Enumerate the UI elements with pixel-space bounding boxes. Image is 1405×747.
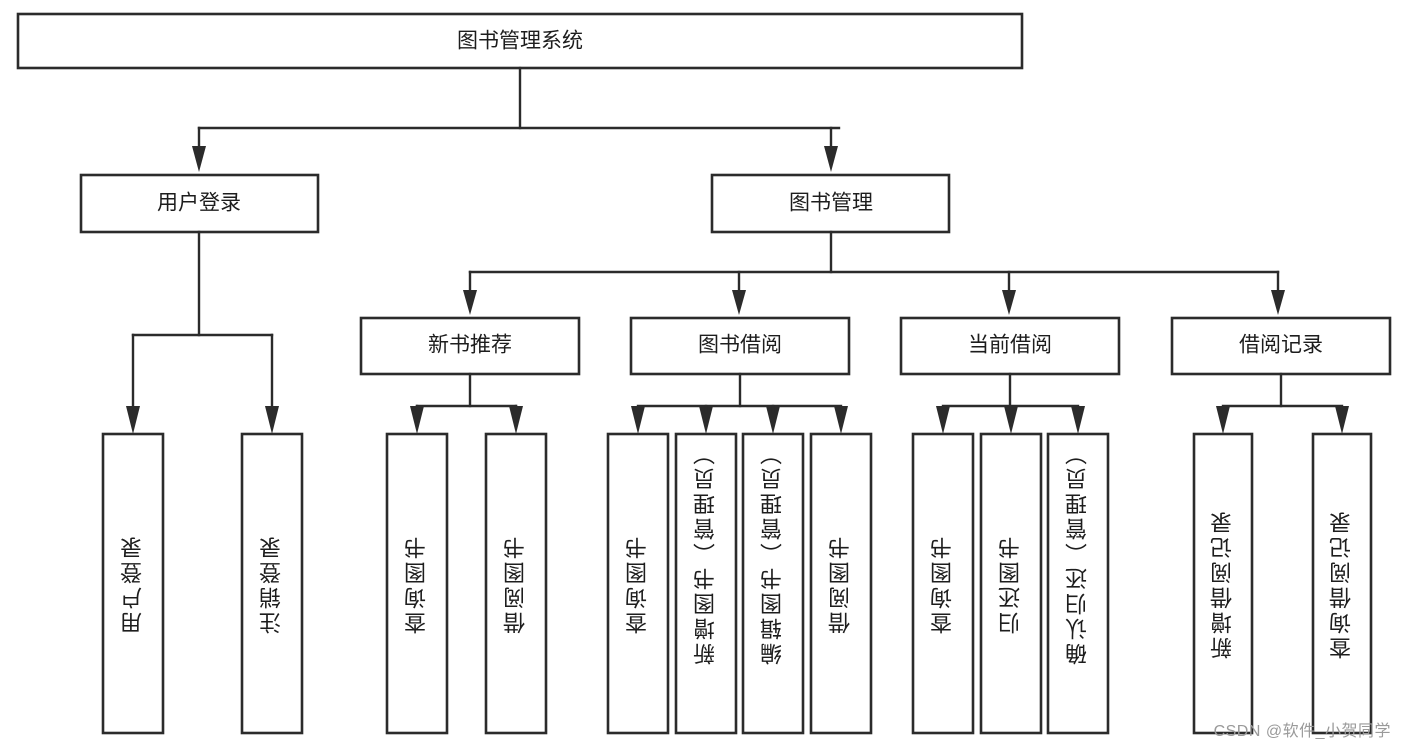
leaf-box-book-borrow-4[interactable] <box>809 432 873 735</box>
leaf-box-current-borrow-2[interactable] <box>979 432 1043 735</box>
arrow-head-leaf-u2 <box>265 406 279 434</box>
node-book-manage[interactable]: 图书管理 <box>710 173 951 234</box>
arrow-head-leaf-n1 <box>410 406 424 434</box>
arrow-head-current-borrow <box>1002 290 1016 315</box>
arrow-head-new-book <box>463 290 477 315</box>
root-label: 图书管理系统 <box>457 30 583 53</box>
connector-bookborrow-to-leaves <box>631 372 848 434</box>
leaf-box-current-borrow-1[interactable] <box>911 432 975 735</box>
arrow-head-user-login <box>192 146 206 172</box>
leaf-box-new-book-2[interactable] <box>484 432 548 735</box>
borrow-record-label: 借阅记录 <box>1239 334 1323 357</box>
leaf-box-borrow-record-2[interactable] <box>1311 432 1373 735</box>
arrow-head-leaf-b3 <box>766 406 780 434</box>
book-manage-label: 图书管理 <box>789 192 873 215</box>
arrow-head-leaf-u1 <box>126 406 140 434</box>
connector-userlogin-to-leaves <box>126 230 279 434</box>
connector-currentborrow-to-leaves <box>936 372 1085 434</box>
arrow-head-leaf-c3 <box>1071 406 1085 434</box>
arrow-head-leaf-r2 <box>1335 406 1349 434</box>
node-borrow-record[interactable]: 借阅记录 <box>1170 316 1392 376</box>
leaf-group-new-book <box>385 432 548 735</box>
leaf-box-borrow-record-1[interactable] <box>1192 432 1254 735</box>
user-login-label: 用户登录 <box>157 192 241 215</box>
book-manage-box[interactable] <box>710 173 951 234</box>
node-book-borrow[interactable]: 图书借阅 <box>629 316 851 376</box>
connector-root-to-level2 <box>192 66 841 172</box>
leaf-box-new-book-1[interactable] <box>385 432 449 735</box>
new-book-label: 新书推荐 <box>428 334 512 357</box>
leaf-box-user-login-2[interactable] <box>240 432 304 735</box>
arrow-head-book-manage <box>824 146 838 172</box>
connector-bookmanage-to-level3 <box>463 230 1285 315</box>
current-borrow-box[interactable] <box>899 316 1121 376</box>
connector-newbook-to-leaves <box>410 372 523 434</box>
arrow-head-leaf-n2 <box>509 406 523 434</box>
new-book-box[interactable] <box>359 316 581 376</box>
arrow-head-leaf-r1 <box>1216 406 1230 434</box>
leaf-box-current-borrow-3[interactable] <box>1046 432 1110 735</box>
node-user-login[interactable]: 用户登录 <box>79 173 320 234</box>
leaf-group-borrow-record <box>1192 432 1373 735</box>
borrow-record-box[interactable] <box>1170 316 1392 376</box>
leaf-group-book-borrow <box>606 432 873 735</box>
leaf-box-book-borrow-1[interactable] <box>606 432 670 735</box>
watermark: CSDN @软件_小贺同学 <box>1213 723 1391 740</box>
node-new-book[interactable]: 新书推荐 <box>359 316 581 376</box>
arrow-head-borrow-record <box>1271 290 1285 315</box>
current-borrow-label: 当前借阅 <box>968 334 1052 357</box>
arrow-head-leaf-c2 <box>1004 406 1018 434</box>
leaf-group-current-borrow <box>911 432 1110 735</box>
arrow-head-leaf-c1 <box>936 406 950 434</box>
connector-borrowrecord-to-leaves <box>1216 372 1349 434</box>
root-box[interactable] <box>16 12 1024 70</box>
leaf-box-book-borrow-3[interactable] <box>741 432 805 735</box>
leaf-box-book-borrow-2[interactable] <box>674 432 738 735</box>
arrow-head-leaf-b1 <box>631 406 645 434</box>
leaf-box-user-login-1[interactable] <box>101 432 165 735</box>
node-root[interactable]: 图书管理系统 <box>16 12 1024 70</box>
arrow-head-leaf-b4 <box>834 406 848 434</box>
arrow-head-book-borrow <box>732 290 746 315</box>
node-current-borrow[interactable]: 当前借阅 <box>899 316 1121 376</box>
book-borrow-box[interactable] <box>629 316 851 376</box>
leaf-group-user-login <box>101 432 304 735</box>
book-borrow-label: 图书借阅 <box>698 334 782 357</box>
arrow-head-leaf-b2 <box>699 406 713 434</box>
